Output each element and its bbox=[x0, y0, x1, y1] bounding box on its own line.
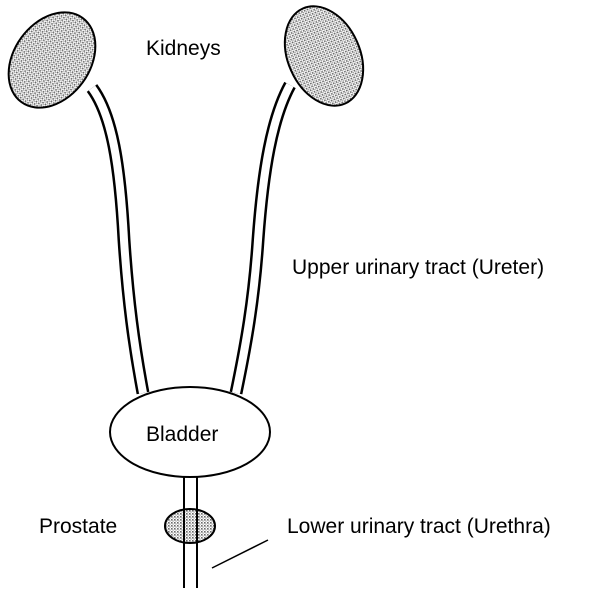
urethra-pointer-line bbox=[212, 540, 268, 568]
prostate-shape bbox=[165, 509, 215, 543]
bladder-label: Bladder bbox=[146, 423, 218, 446]
upper-urinary-tract-label: Upper urinary tract (Ureter) bbox=[292, 256, 544, 279]
prostate-label: Prostate bbox=[39, 515, 117, 538]
right-ureter bbox=[236, 85, 290, 393]
kidneys-label: Kidneys bbox=[146, 37, 221, 60]
lower-urinary-tract-label: Lower urinary tract (Urethra) bbox=[287, 515, 551, 538]
left-ureter bbox=[92, 88, 143, 393]
